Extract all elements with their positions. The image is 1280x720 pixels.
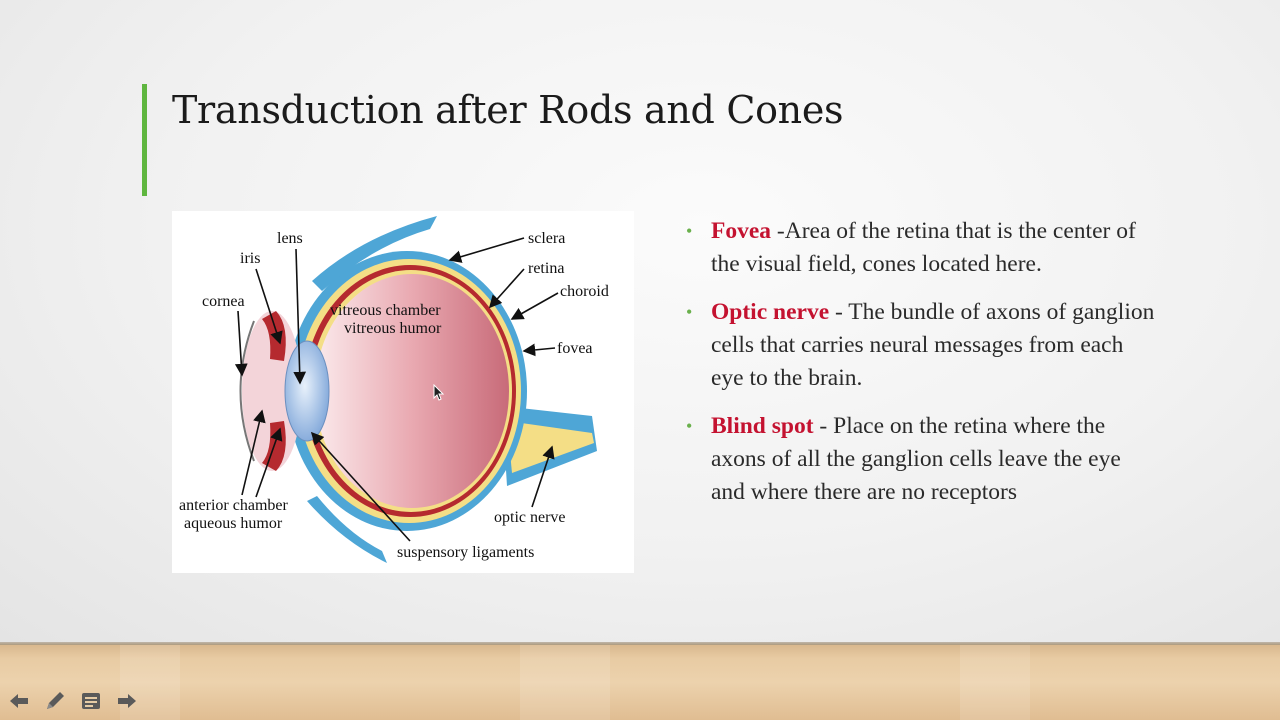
slide: Transduction after Rods and Cones [0, 0, 1280, 645]
pen-tool-button[interactable] [42, 688, 68, 714]
term-optic-nerve: Optic nerve [711, 299, 830, 325]
eye-diagram: lens iris cornea sclera retina choroid v… [172, 211, 634, 573]
label-iris: iris [240, 250, 260, 267]
bullet-blind-spot: • Blind spot - Place on the retina where… [686, 410, 1156, 509]
floor-streak [120, 645, 180, 720]
bullet-fovea: • Fovea -Area of the retina that is the … [686, 215, 1156, 281]
title-accent-bar [142, 84, 147, 196]
slideshow-nav [6, 688, 140, 714]
bullet-optic-nerve: • Optic nerve - The bundle of axons of g… [686, 296, 1156, 395]
label-optic-nerve: optic nerve [494, 509, 566, 526]
arrow-left-icon [10, 694, 28, 708]
label-choroid: choroid [560, 283, 609, 300]
arrow-right-icon [118, 694, 136, 708]
menu-icon [82, 693, 100, 709]
previous-slide-button[interactable] [6, 688, 32, 714]
floor-streak [960, 645, 1030, 720]
definition-fovea: -Area of the retina that is the center o… [711, 218, 1136, 277]
label-retina: retina [528, 260, 564, 277]
label-aqueous-humor: aqueous humor [184, 515, 283, 532]
mouse-cursor-icon [433, 384, 445, 401]
label-lens: lens [277, 230, 303, 247]
bullet-list: • Fovea -Area of the retina that is the … [686, 215, 1156, 524]
label-vitreous-humor: vitreous humor [344, 320, 442, 337]
bullet-icon: • [686, 302, 693, 322]
next-slide-button[interactable] [114, 688, 140, 714]
bullet-icon: • [686, 221, 693, 241]
wood-floor-background [0, 645, 1280, 720]
term-fovea: Fovea [711, 218, 772, 244]
floor-streak [520, 645, 610, 720]
definition-blind-spot: - Place on the retina where the axons of… [711, 413, 1121, 505]
slide-title: Transduction after Rods and Cones [172, 88, 844, 132]
label-cornea: cornea [202, 293, 245, 310]
floor-edge [0, 642, 1280, 646]
label-fovea: fovea [557, 340, 593, 357]
label-suspensory-ligaments: suspensory ligaments [397, 544, 534, 561]
label-sclera: sclera [528, 230, 565, 247]
label-anterior-chamber: anterior chamber [179, 497, 289, 514]
slide-menu-button[interactable] [78, 688, 104, 714]
label-vitreous-chamber: vitreous chamber [330, 302, 441, 319]
pen-icon [47, 692, 64, 709]
bullet-icon: • [686, 416, 693, 436]
term-blind-spot: Blind spot [711, 413, 814, 439]
vitreous-chamber [315, 274, 509, 508]
definition-optic-nerve: - The bundle of axons of ganglion cells … [711, 299, 1155, 391]
